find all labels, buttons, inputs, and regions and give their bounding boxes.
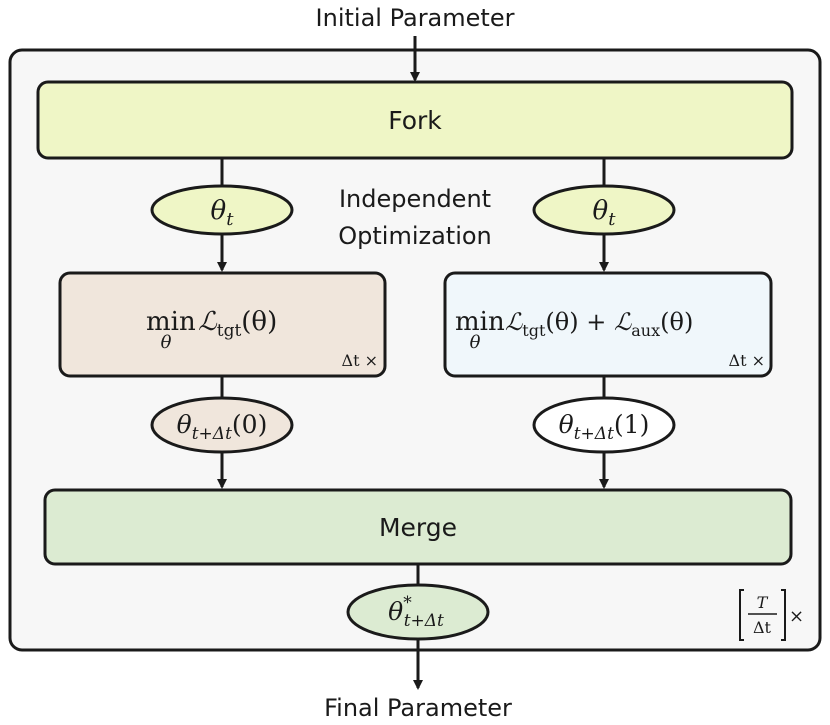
left-ceil-bracket [739,589,744,641]
independent-optimization-caption-line1: Independent [339,185,491,213]
right-ceil-bracket [781,589,786,641]
outer-repeat-times: × [789,606,804,627]
left-theta-t-label: θt [211,196,235,230]
fork-box [36,80,794,160]
right-objective-box [443,271,773,378]
left-objective-min: min [146,307,196,337]
independent-optimization-caption-line2: Optimization [338,222,492,250]
initial-parameter-label: Initial Parameter [316,4,515,32]
left-objective-expression: ℒtgt(θ) [198,307,277,341]
right-objective-min-sub: θ [470,332,481,353]
left-theta-output-label: θt+Δt(0) [177,410,268,444]
outer-repeat-label: T Δt × [739,589,804,641]
right-objective-min: min [455,307,505,337]
right-theta-output-label: θt+Δt(1) [559,410,650,444]
merge-label: Merge [379,513,457,542]
left-repeat-label: Δt × [342,351,378,370]
outer-repeat-denominator: Δt [753,618,772,637]
final-parameter-label: Final Parameter [324,694,512,722]
outer-repeat-numerator: T [757,593,769,612]
merged-theta-label: θ*t+Δt [388,593,444,631]
right-objective-expression: ℒtgt(θ) + ℒaux(θ) [505,308,693,340]
left-objective-min-sub: θ [161,332,172,353]
right-theta-t-label: θt [593,196,617,230]
right-repeat-label: Δt × [729,351,765,370]
fork-label: Fork [388,106,442,135]
